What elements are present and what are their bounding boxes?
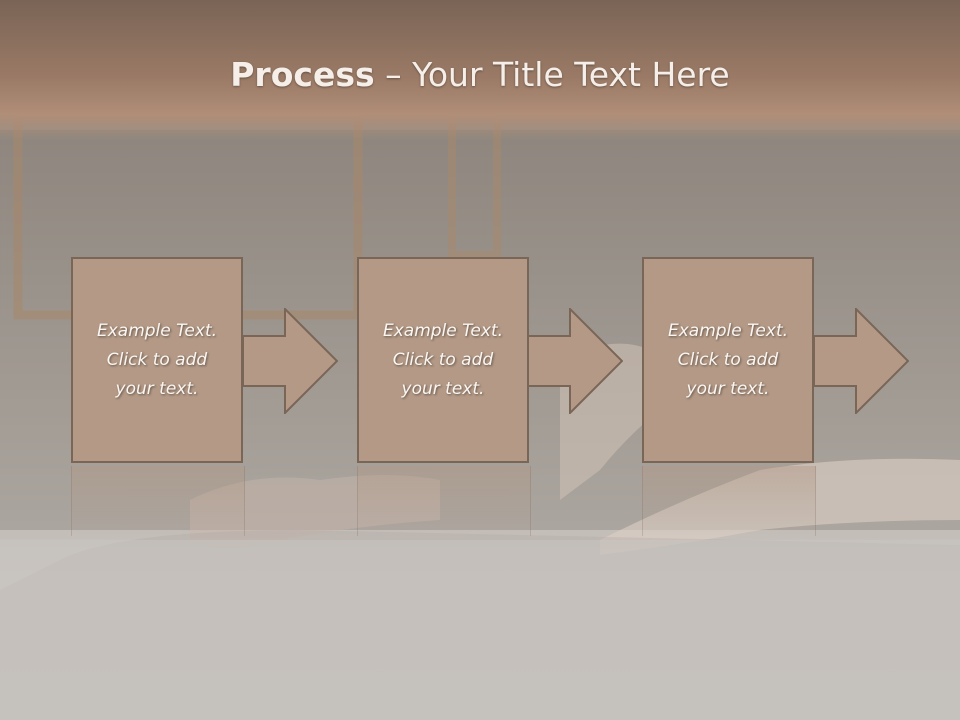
step-2-reflection	[357, 466, 531, 536]
arrow-right-icon	[243, 308, 338, 414]
step-2-text[interactable]: Example Text. Click to add your text.	[382, 320, 504, 399]
process-step-2[interactable]: Example Text. Click to add your text.	[357, 257, 529, 463]
process-step-1[interactable]: Example Text. Click to add your text.	[71, 257, 243, 463]
process-step-3[interactable]: Example Text. Click to add your text.	[642, 257, 814, 463]
slide-title[interactable]: Process – Your Title Text Here	[0, 55, 960, 94]
title-band	[0, 0, 960, 140]
arrow-right-icon	[814, 308, 909, 414]
step-1-text[interactable]: Example Text. Click to add your text.	[96, 320, 218, 399]
title-bold: Process	[230, 55, 375, 94]
step-3-text[interactable]: Example Text. Click to add your text.	[667, 320, 789, 399]
arrow-right-icon	[528, 308, 623, 414]
step-1-reflection	[71, 466, 245, 536]
step-3-reflection	[642, 466, 816, 536]
title-rest: – Your Title Text Here	[374, 55, 730, 94]
